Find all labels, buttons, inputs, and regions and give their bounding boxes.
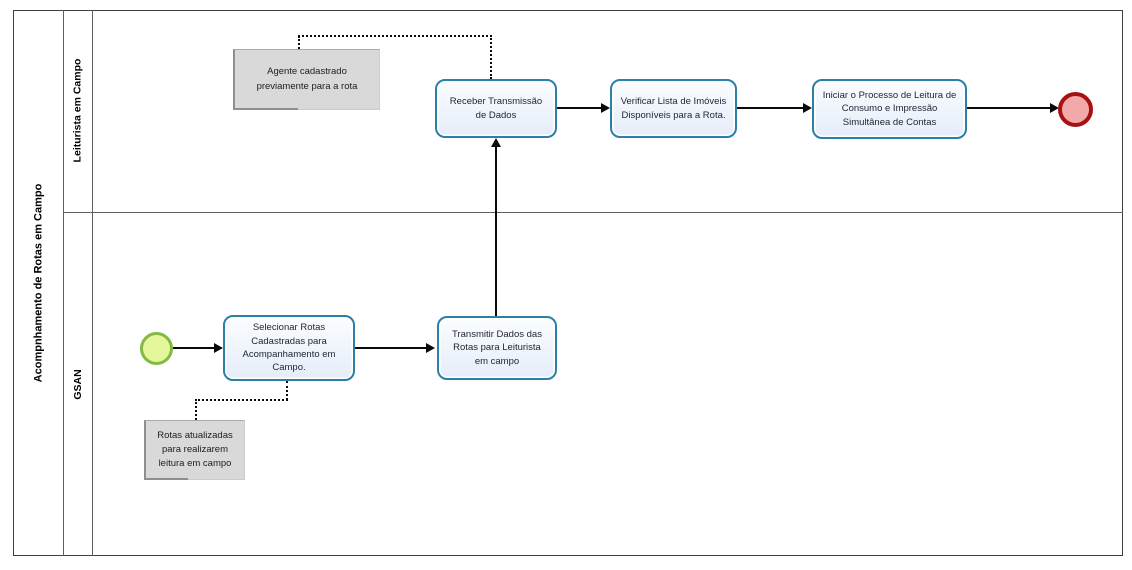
association-line (490, 35, 492, 79)
task-label: Transmitir Dados das Rotas para Leituris… (452, 329, 542, 367)
association-line (286, 381, 288, 400)
arrowhead (426, 343, 435, 353)
association-line (195, 399, 288, 401)
lane-divider (63, 212, 1123, 213)
pool-border (13, 10, 1123, 556)
sequence-flow (495, 146, 497, 316)
annotation-text: Rotas atualizadas para realizarem leitur… (157, 429, 233, 470)
task-receber-transmissao[interactable]: Receber Transmissão de Dados (435, 79, 557, 138)
annotation-rotas-atualizadas[interactable]: Rotas atualizadas para realizarem leitur… (144, 420, 245, 480)
lane-label-gsan: GSAN (71, 369, 84, 400)
task-label: Selecionar Rotas Cadastradas para Acompa… (242, 322, 336, 374)
lane-label-divider (92, 10, 93, 556)
arrowhead (491, 138, 501, 147)
arrowhead (601, 103, 610, 113)
annotation-text: Agente cadastrado previamente para a rot… (256, 66, 358, 92)
sequence-flow (173, 347, 216, 349)
arrowhead (1050, 103, 1059, 113)
association-line (298, 36, 300, 49)
sequence-flow (355, 347, 428, 349)
sequence-flow (557, 107, 603, 109)
sequence-flow (737, 107, 805, 109)
task-label: Verificar Lista de Imóveis Disponíveis p… (620, 96, 727, 121)
task-iniciar-processo[interactable]: Iniciar o Processo de Leitura de Consumo… (812, 79, 967, 139)
association-line (195, 399, 197, 420)
lane-label-leiturista: Leiturista em Campo (71, 58, 83, 163)
task-verificar-lista[interactable]: Verificar Lista de Imóveis Disponíveis p… (610, 79, 737, 138)
arrowhead (214, 343, 223, 353)
association-line (298, 35, 492, 37)
task-transmitir-dados[interactable]: Transmitir Dados das Rotas para Leituris… (437, 316, 557, 380)
sequence-flow (967, 107, 1052, 109)
task-selecionar-rotas[interactable]: Selecionar Rotas Cadastradas para Acompa… (223, 315, 355, 381)
task-label: Iniciar o Processo de Leitura de Consumo… (822, 90, 957, 128)
pool-title-divider (63, 10, 64, 556)
start-event[interactable] (140, 332, 173, 365)
arrowhead (803, 103, 812, 113)
annotation-agente-cadastrado[interactable]: Agente cadastrado previamente para a rot… (233, 49, 380, 110)
end-event[interactable] (1058, 92, 1093, 127)
pool-title: Acompnhamento de Rotas em Campo (32, 183, 45, 383)
task-label: Receber Transmissão de Dados (449, 96, 543, 121)
